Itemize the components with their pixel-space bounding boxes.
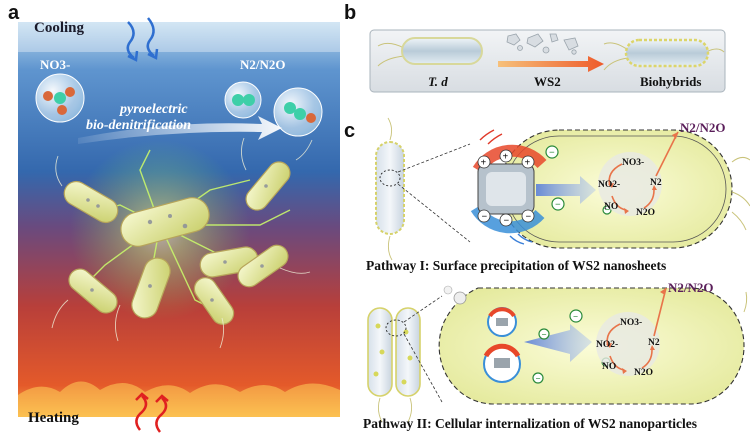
svg-text:−: −: [555, 200, 561, 211]
cooling-label: Cooling: [34, 20, 85, 36]
cell-label: T. d: [428, 74, 448, 89]
svg-text:−: −: [605, 205, 611, 216]
svg-text:+: +: [481, 158, 487, 169]
process-label-line2: bio-denitrification: [86, 118, 191, 133]
synthesis-arrow-icon: [498, 56, 604, 72]
panel-letter-c: c: [344, 120, 356, 142]
ws2-nanoparticle-icon: [483, 307, 521, 383]
heating-arrows-icon: [135, 392, 169, 433]
p1-species-no2: NO2-: [598, 180, 621, 190]
t-denitrificans-cell-icon: [377, 37, 483, 67]
bacteria-cluster: [63, 161, 291, 325]
electron-transfer-arrow-ii-icon: [524, 324, 592, 362]
p1-product-label: N2/N2O: [680, 120, 726, 135]
ws2-flakes-icon: [506, 33, 579, 55]
p1-species-n2: N2: [650, 178, 662, 188]
svg-text:+: +: [503, 152, 509, 163]
p2-species-no3: NO3-: [620, 318, 643, 328]
n2-bubble-icon: [224, 81, 262, 119]
panel-a-illustration: [18, 17, 340, 433]
svg-text:−: −: [482, 212, 488, 223]
p2-species-n2o: N2O: [634, 368, 653, 378]
svg-text:+: +: [525, 158, 531, 169]
svg-text:−: −: [536, 374, 541, 384]
panel-letter-a: a: [8, 2, 20, 24]
svg-text:−: −: [504, 216, 510, 227]
p1-species-no: NO: [604, 202, 619, 212]
panel-c-illustration: + + + − − − − − −: [367, 117, 750, 423]
p2-species-n2: N2: [648, 338, 660, 348]
p2-species-no: NO: [602, 362, 617, 372]
biohybrid-cell-icon: [603, 38, 725, 71]
svg-text:−: −: [573, 312, 578, 322]
p1-species-no3: NO3-: [622, 158, 645, 168]
electron-transfer-arrow-icon: [536, 176, 596, 204]
nitrate-label: NO3-: [40, 57, 71, 72]
panel-letter-b: b: [344, 2, 357, 24]
p2-species-no2: NO2-: [596, 340, 619, 350]
p2-product-label: N2/N2O: [668, 280, 714, 295]
svg-text:−: −: [526, 212, 532, 223]
svg-text:−: −: [542, 330, 547, 340]
nitrate-bubble-icon: [35, 73, 85, 123]
pathway2-caption: Pathway II: Cellular internalization of …: [363, 416, 698, 431]
process-label-line1: pyroelectric: [120, 102, 188, 117]
heating-label: Heating: [28, 410, 79, 426]
cooling-arrows-icon: [126, 17, 159, 62]
n2o-bubble-icon: [273, 87, 323, 137]
p1-species-n2o: N2O: [636, 208, 655, 218]
reagent-label: WS2: [534, 74, 561, 89]
denitrification-arrow-icon: [78, 116, 282, 144]
n2-n2o-label: N2/N2O: [240, 57, 286, 72]
svg-text:−: −: [549, 148, 555, 159]
panel-b-illustration: [369, 29, 726, 93]
product-label: Biohybrids: [640, 74, 702, 89]
pathway1-caption: Pathway I: Surface precipitation of WS2 …: [366, 258, 667, 273]
